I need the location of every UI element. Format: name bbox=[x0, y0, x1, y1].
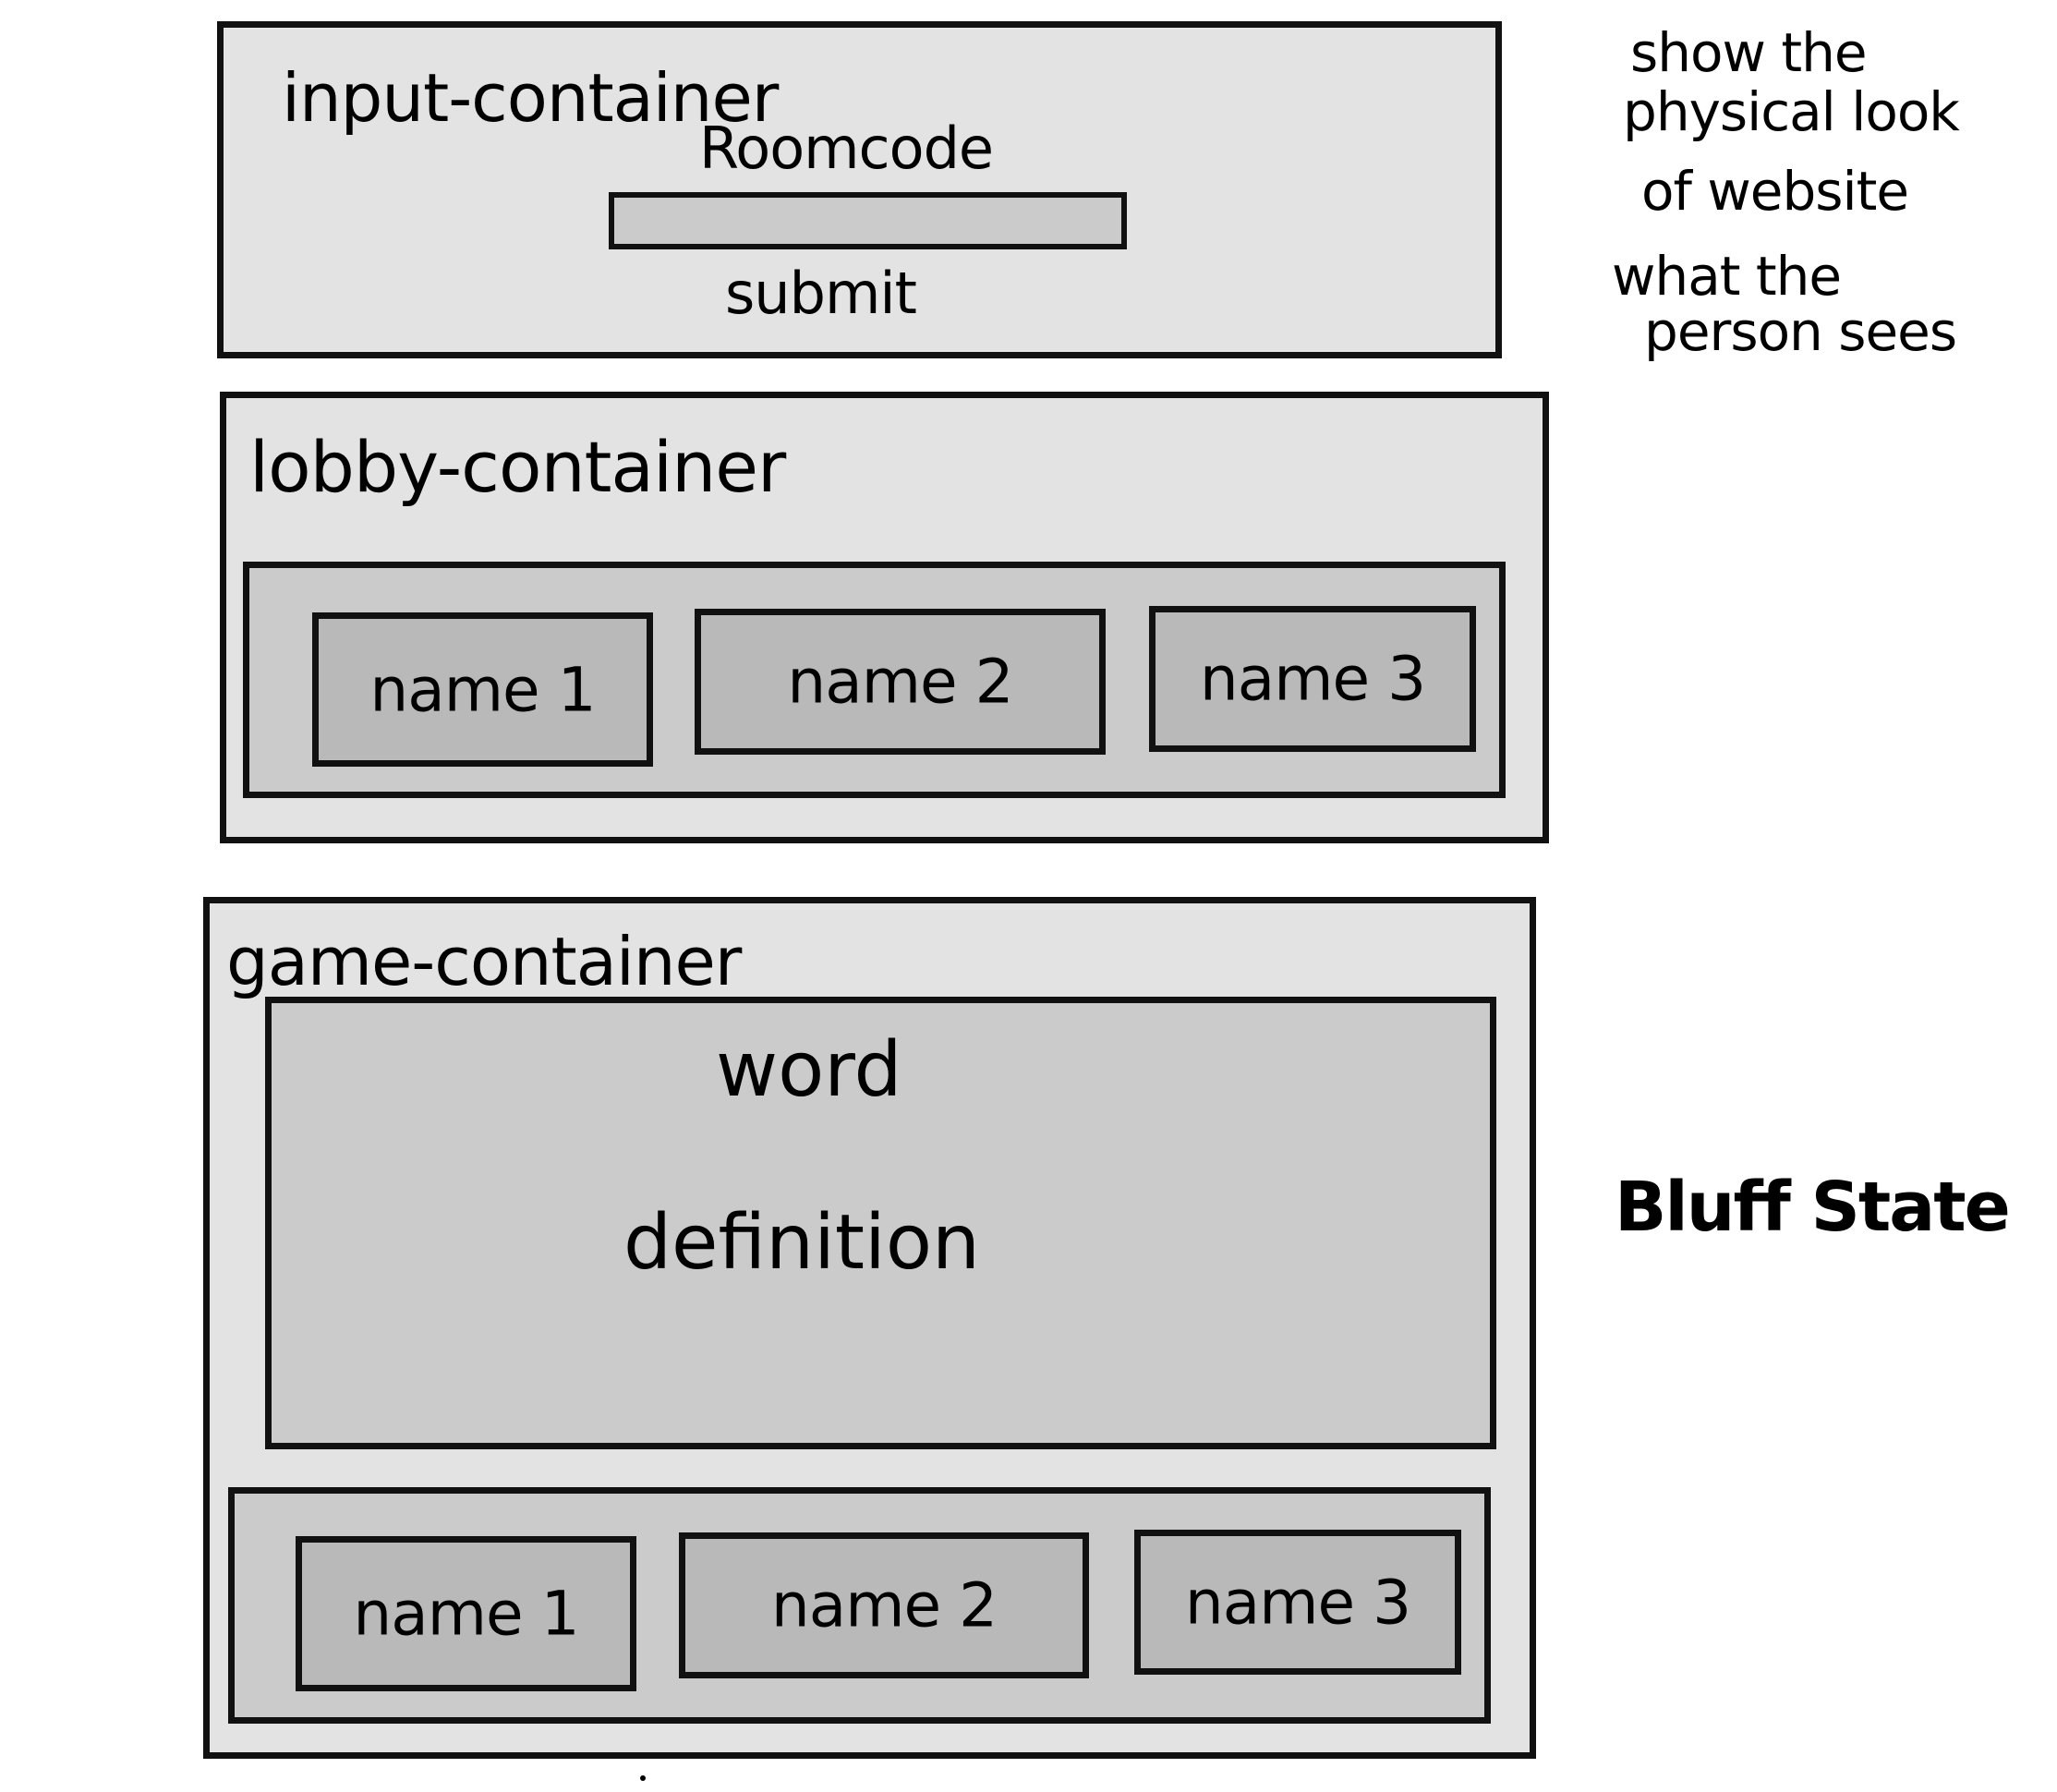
game-player-tile[interactable]: name 2 bbox=[679, 1532, 1089, 1678]
word-label: word bbox=[716, 1026, 902, 1114]
input-container-title: input-container bbox=[282, 59, 779, 137]
game-player-tile[interactable]: name 3 bbox=[1134, 1530, 1461, 1675]
lobby-player-tile: name 2 bbox=[695, 609, 1106, 755]
player-name: name 1 bbox=[369, 654, 596, 725]
player-name: name 2 bbox=[770, 1569, 998, 1641]
player-name: name 3 bbox=[1184, 1567, 1411, 1638]
game-container-title: game-container bbox=[226, 923, 742, 1000]
game-player-tile[interactable]: name 1 bbox=[296, 1536, 636, 1691]
note-line: of website bbox=[1641, 160, 1909, 223]
note-line: person sees bbox=[1644, 300, 1957, 363]
roomcode-input[interactable] bbox=[609, 192, 1127, 249]
lobby-player-tile: name 3 bbox=[1149, 606, 1476, 752]
note-line: physical look bbox=[1623, 80, 1960, 143]
note-line: show the bbox=[1630, 21, 1868, 84]
state-label: Bluff State bbox=[1615, 1168, 2011, 1247]
lobby-player-tile: name 1 bbox=[312, 612, 653, 767]
stray-dot bbox=[640, 1775, 646, 1781]
lobby-container-title: lobby-container bbox=[249, 426, 786, 508]
player-name: name 3 bbox=[1199, 643, 1426, 715]
player-name: name 1 bbox=[353, 1578, 579, 1650]
word-panel bbox=[265, 997, 1496, 1449]
note-line: what the bbox=[1612, 245, 1842, 308]
player-name: name 2 bbox=[787, 646, 1013, 718]
submit-button[interactable]: submit bbox=[725, 260, 917, 327]
roomcode-label: Roomcode bbox=[699, 115, 994, 182]
definition-label: definition bbox=[623, 1199, 980, 1287]
input-container bbox=[217, 21, 1502, 358]
